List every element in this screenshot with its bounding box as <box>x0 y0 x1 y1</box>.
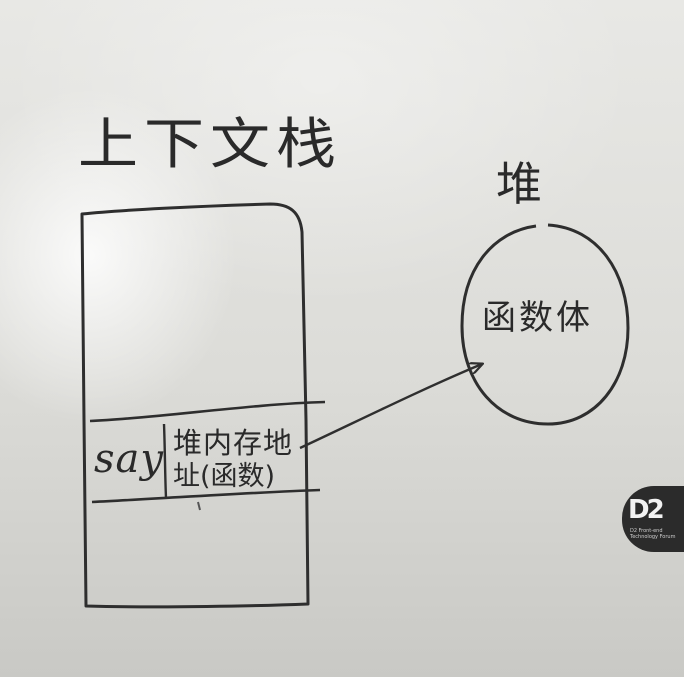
heap-title: 堆 <box>496 157 550 211</box>
heap-object-label: 函数体 <box>482 298 593 338</box>
stack-cell-variable: say <box>94 436 164 482</box>
forum-logo: D2 D2 Front-end Technology Forum <box>622 486 684 552</box>
stack-cell-reference-line2: 址(函数) <box>173 461 276 492</box>
ink-mark <box>197 501 201 511</box>
stack-outline <box>80 202 310 609</box>
reference-arrow <box>299 364 482 450</box>
heap-circle <box>460 223 630 426</box>
stack-cell-top-line <box>89 400 326 423</box>
logo-mark: D2 <box>628 495 665 525</box>
logo-subtitle: D2 Front-end Technology Forum <box>630 528 676 540</box>
stack-title: 上下文栈 <box>78 112 342 177</box>
stack-cell-bottom-line <box>91 488 321 504</box>
stack-cell-divider <box>162 423 168 499</box>
stack-cell-reference-line1: 堆内存地 <box>173 426 294 460</box>
